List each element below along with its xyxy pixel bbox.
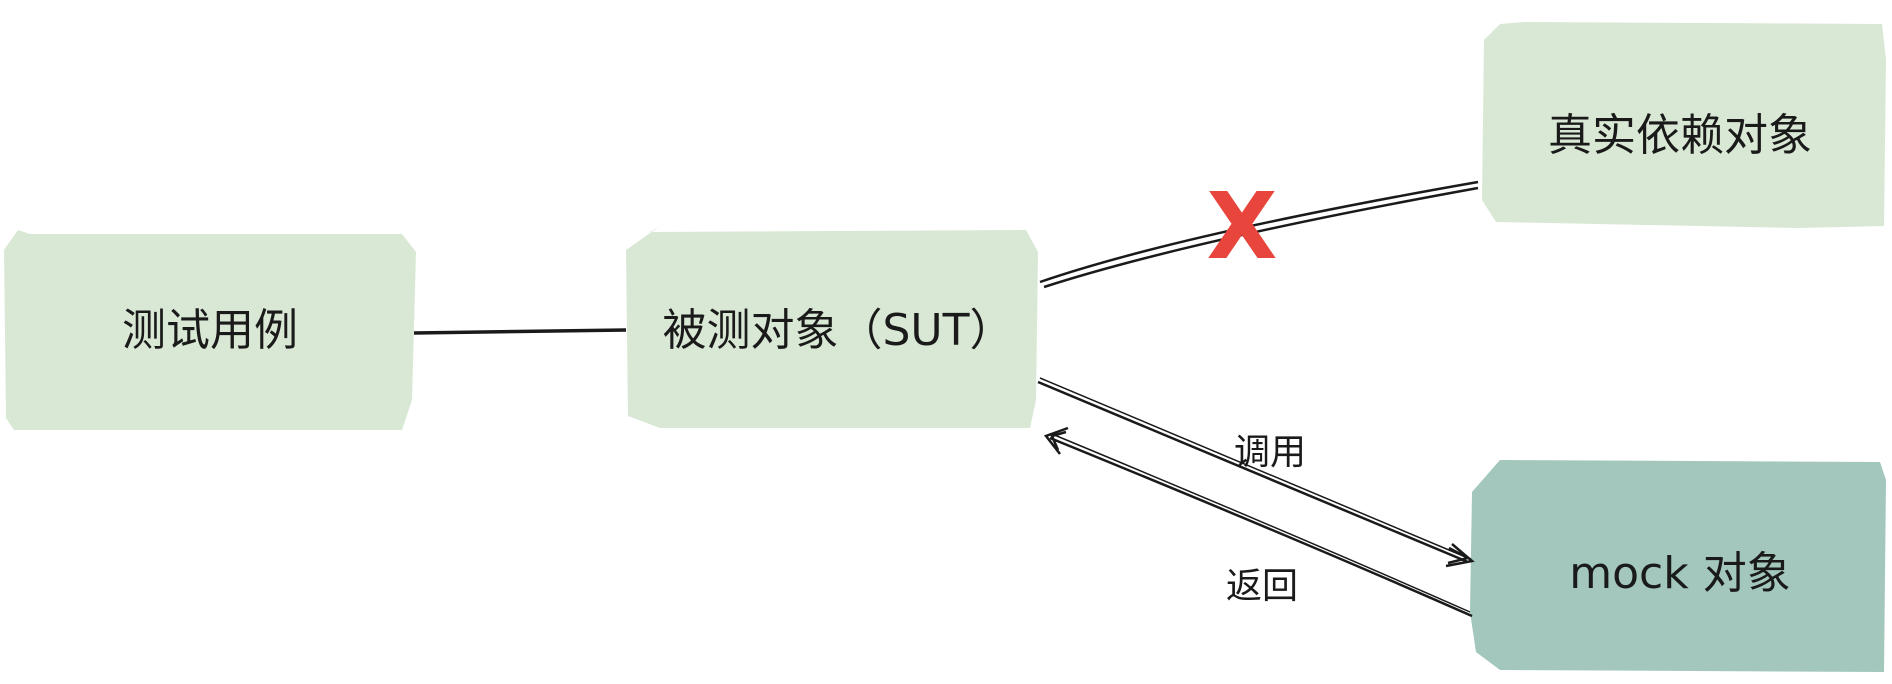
node-mock-object: mock 对象 bbox=[1470, 460, 1886, 672]
edge-sut-to-real-dependency-line-b bbox=[1043, 186, 1479, 289]
edge-call-line-b bbox=[1039, 377, 1469, 559]
edge-return-label: 返回 bbox=[1226, 566, 1298, 607]
node-real-dependency: 真实依赖对象 bbox=[1482, 22, 1886, 228]
edge-sut-to-real-dependency-line-a bbox=[1039, 180, 1479, 284]
edge-return-line-a bbox=[1049, 436, 1473, 618]
edge-return-line-b bbox=[1051, 433, 1471, 613]
node-real-dependency-box bbox=[1482, 22, 1886, 228]
edge-return: 返回 bbox=[1043, 426, 1473, 618]
edge-call-label: 调用 bbox=[1234, 432, 1306, 473]
node-mock-object-box bbox=[1470, 460, 1886, 672]
edge-call-arrowhead bbox=[1445, 543, 1475, 568]
blocked-cross-mark: X bbox=[1207, 173, 1278, 280]
edge-sut-to-real-dependency: X bbox=[1039, 173, 1479, 289]
edge-test-case-to-sut-line bbox=[413, 328, 627, 335]
node-mock-object-label: mock 对象 bbox=[1569, 548, 1790, 599]
edge-return-arrowhead bbox=[1043, 426, 1069, 455]
node-test-case: 测试用例 bbox=[4, 230, 416, 430]
edge-test-case-to-sut bbox=[413, 328, 627, 335]
node-sut-box bbox=[626, 226, 1038, 428]
node-real-dependency-label: 真实依赖对象 bbox=[1548, 110, 1812, 161]
edge-call-line-a bbox=[1037, 380, 1469, 564]
node-sut: 被测对象（SUT） bbox=[626, 226, 1038, 428]
node-test-case-box bbox=[4, 230, 416, 430]
node-sut-label: 被测对象（SUT） bbox=[662, 305, 1013, 356]
node-test-case-label: 测试用例 bbox=[122, 305, 298, 356]
edge-call: 调用 bbox=[1037, 377, 1475, 568]
